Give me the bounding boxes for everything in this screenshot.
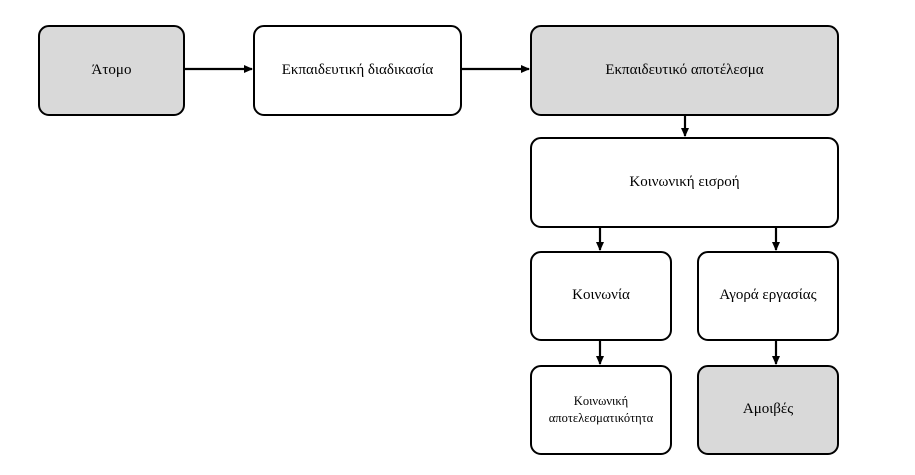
node-amoives: Αμοιβές [697,365,839,455]
node-koinoniki-apotelesmatikotita-label: Κοινωνική αποτελεσματικότητα [548,394,654,425]
node-koinonia: Κοινωνία [530,251,672,341]
node-agora-ergasias: Αγορά εργασίας [697,251,839,341]
node-agora-ergasias-label: Αγορά εργασίας [719,287,817,304]
node-ekpaideftiki-diadikasia-label: Εκπαιδευτική διαδικασία [281,61,434,78]
node-atomo-label: Άτομο [91,61,132,78]
node-ekpaideftiko-apotelesma: Εκπαιδευτικό αποτέλεσμα [530,25,839,116]
node-amoives-label: Αμοιβές [742,401,794,418]
node-ekpaideftiko-apotelesma-label: Εκπαιδευτικό αποτέλεσμα [605,61,764,78]
node-koinonia-label: Κοινωνία [572,287,630,304]
node-koinoniki-eisroi: Κοινωνική εισροή [530,137,839,228]
node-koinoniki-eisroi-label: Κοινωνική εισροή [629,173,740,190]
node-ekpaideftiki-diadikasia: Εκπαιδευτική διαδικασία [253,25,462,116]
node-koinoniki-apotelesmatikotita: Κοινωνική αποτελεσματικότητα [530,365,672,455]
node-atomo: Άτομο [38,25,185,116]
